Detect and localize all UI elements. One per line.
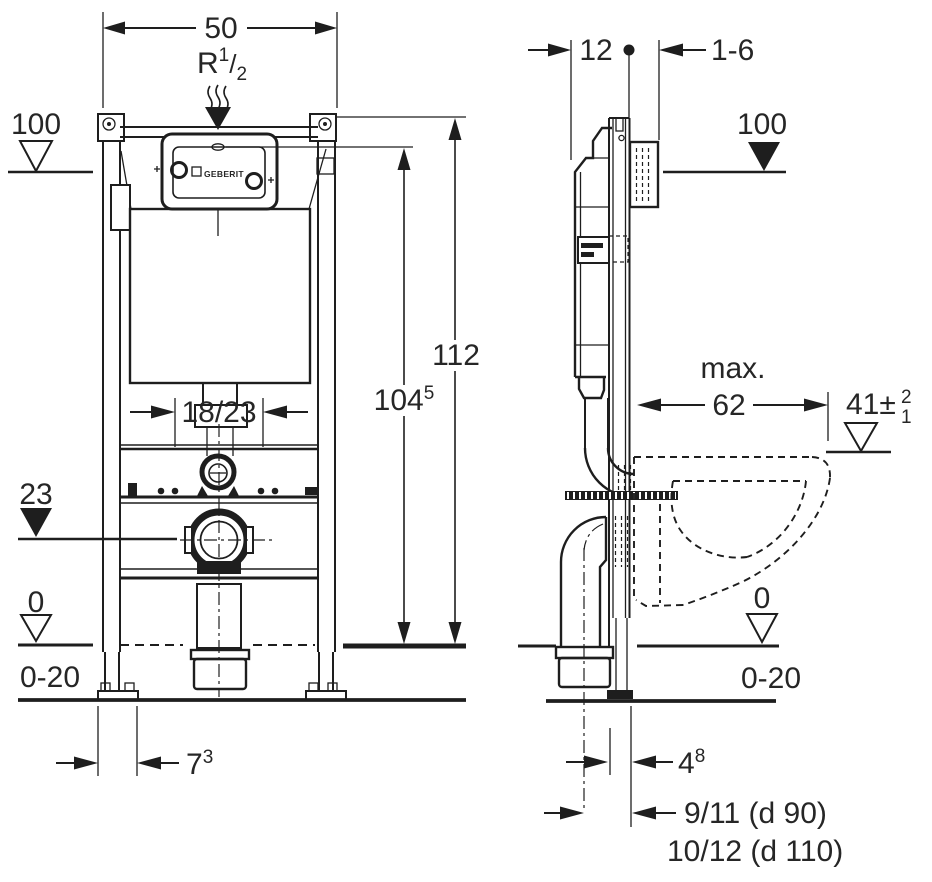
arrow-up-icon [397, 148, 411, 170]
dim-pan-height-label: 41± [846, 388, 896, 421]
dim-outlet-heights: 9/11 (d 90) 10/12 (d 110) [544, 797, 843, 868]
plus-mark-icon [268, 177, 274, 183]
dim-width-label: 50 [204, 12, 237, 45]
level-100-label: 100 [11, 108, 61, 141]
water-squiggle-icon [207, 85, 213, 111]
arrow-left-icon [137, 756, 161, 770]
bolt-icon [257, 487, 265, 495]
level-0-label: 0 [28, 586, 45, 619]
side-view: 12 1-6 [518, 34, 912, 868]
level-marker-100-front: 100 [8, 108, 93, 174]
arrow-right-icon [74, 756, 98, 770]
water-squiggle-icon [215, 84, 221, 110]
arrow-left-icon [637, 398, 661, 412]
bracket-icon [128, 483, 137, 497]
front-view: 50 R1/2 100 [8, 12, 480, 781]
arrow-right-icon [560, 806, 584, 820]
outlet-dim-d90-label: 9/11 (d 90) [684, 797, 827, 830]
left-knob-icon [170, 161, 188, 179]
level-triangle-open-icon [843, 422, 879, 454]
arrow-left-icon [263, 405, 287, 419]
logo-square-icon [191, 166, 202, 177]
arrow-down-icon [448, 622, 462, 644]
dim-pan-height: 41± 2 1 [826, 387, 912, 454]
outlet-dim-d110-label: 10/12 (d 110) [667, 835, 843, 868]
cistern-front [128, 207, 312, 456]
actuator-box: GEBERIT [154, 132, 413, 211]
wc-pan-outline [633, 456, 831, 607]
dim-wall-distance: 1-6 [658, 34, 754, 140]
centerlines-front [180, 424, 272, 697]
level-triangle-open-icon [745, 613, 779, 645]
tolerance-plus-label: 2 [901, 387, 912, 408]
arrow-right-icon [804, 398, 828, 412]
dim-frame-depth-label: 12 [579, 34, 612, 67]
dim-foot-offset: 73 [56, 706, 213, 781]
dim-outlet-offset-label: 48 [678, 746, 705, 780]
max-label: max. [700, 352, 765, 385]
bracket-icon [305, 487, 317, 495]
dim-wall-distance-label: 1-6 [711, 34, 754, 67]
arrow-up-icon [448, 118, 462, 140]
dim-max-depth-label: 62 [712, 389, 745, 422]
level-marker-0-side: 0 0-20 [518, 582, 801, 703]
level-marker-100-side: 100 [663, 108, 787, 174]
arrow-left-icon [659, 43, 683, 57]
supply-thread-label: R1/2 [197, 45, 247, 85]
arrow-left-icon [632, 755, 656, 769]
level-marker-23: 23 [18, 478, 177, 541]
flush-elbow-front [197, 453, 239, 496]
floor-lines-front: 0-20 [18, 643, 466, 702]
arrow-right-icon [315, 21, 337, 35]
level-23-label: 23 [19, 478, 52, 511]
supply-arrow-icon [205, 107, 231, 130]
release-oval-icon [211, 143, 225, 151]
floor-adjust-label-front: 0-20 [20, 661, 80, 694]
level-triangle-filled-icon [20, 508, 52, 537]
dim-outlet-offset: 48 [566, 706, 705, 827]
dim-actuator-height-label: 1045 [374, 383, 435, 417]
dim-foot-offset-label: 73 [186, 747, 213, 781]
supply-connection: R1/2 [197, 45, 247, 130]
arrow-right-icon [584, 755, 608, 769]
dim-actuator-height: 1045 [374, 148, 435, 644]
arrow-right-icon [548, 43, 571, 57]
frame-front [97, 113, 347, 701]
level-triangle-open-icon [19, 614, 53, 644]
dim-dot-icon [623, 44, 635, 56]
arrow-left-icon [103, 21, 125, 35]
dim-frame-depth: 12 [528, 34, 635, 160]
bolt-icon [171, 487, 179, 495]
dim-total-height-label: 112 [432, 339, 480, 372]
floor-adjust-label-side: 0-20 [741, 662, 801, 695]
tolerance-minus-label: 1 [901, 407, 912, 428]
drain-pipe-front [189, 583, 251, 691]
level-0-side-label: 0 [754, 582, 771, 615]
dim-frame-width: 50 [102, 12, 338, 108]
bolt-icon [271, 487, 279, 495]
arrow-right-icon [151, 405, 175, 419]
arrow-left-icon [632, 806, 656, 820]
dim-max-depth: max. 62 [637, 352, 829, 441]
dim-total-height: 112 [337, 116, 480, 644]
level-triangle-filled-icon [748, 142, 780, 171]
dim-bolt-spacing-label: 18/23 [181, 396, 256, 429]
right-knob-icon [245, 172, 263, 190]
plus-mark-icon [154, 166, 160, 172]
dim-bolt-spacing: 18/23 [130, 396, 308, 447]
fixing-rod [565, 491, 678, 500]
level-marker-0-front: 0 [19, 586, 53, 644]
water-squiggle-icon [223, 85, 229, 111]
bolt-icon [157, 487, 165, 495]
level-100-side-label: 100 [737, 108, 787, 141]
foot-plate-icon [607, 690, 633, 699]
actuator-duct-side [628, 140, 660, 209]
level-triangle-open-icon [18, 140, 54, 174]
cistern-side [573, 126, 629, 448]
brand-logo: GEBERIT [204, 169, 244, 179]
arrow-down-icon [397, 622, 411, 644]
